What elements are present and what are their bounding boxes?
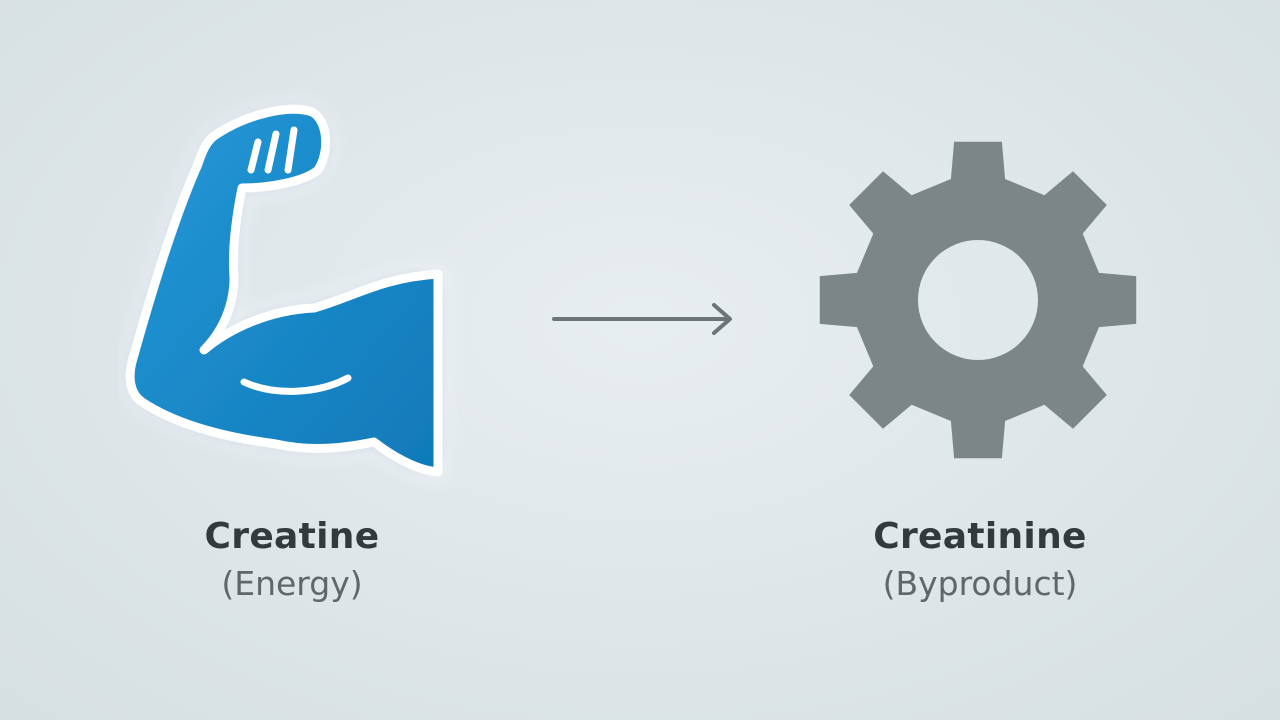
creatine-subtitle: (Energy): [221, 564, 363, 603]
creatinine-subtitle: (Byproduct): [882, 564, 1078, 603]
creatine-label: Creatine (Energy): [112, 514, 472, 608]
right-arrow-icon: [552, 303, 732, 335]
creatine-title: Creatine: [204, 516, 380, 557]
flexed-arm-icon: [125, 104, 443, 477]
creatinine-label: Creatinine (Byproduct): [800, 514, 1160, 608]
creatinine-title: Creatinine: [873, 516, 1087, 557]
gear-icon: [819, 141, 1137, 459]
